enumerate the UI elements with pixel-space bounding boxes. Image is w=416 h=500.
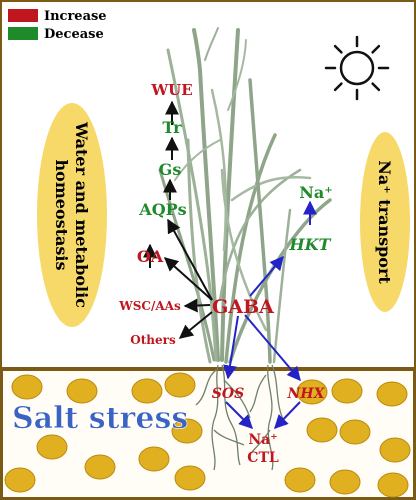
arrow-gaba-to-wsc	[183, 298, 211, 313]
granule-icon	[284, 467, 316, 493]
granule-icon	[331, 378, 363, 404]
sun-ray	[371, 44, 381, 54]
arrow-gaba-to-aqps	[167, 218, 213, 301]
arrow-gaba-to-others	[178, 311, 213, 339]
node-wsc-aas: WSC/AAs	[118, 299, 181, 313]
node-labels: WUE Tr Gs AQPs OA WSC/AAs Others GABA HK…	[118, 81, 332, 466]
sun-ray	[333, 82, 343, 92]
salt-stress-label: Salt stress	[12, 401, 188, 436]
node-aqps: AQPs	[138, 200, 186, 219]
granule-icon	[306, 417, 338, 443]
legend-increase-swatch	[8, 9, 38, 22]
node-na-top: Na⁺	[299, 183, 332, 202]
node-sos: SOS	[212, 386, 244, 402]
left-panel: Water and metabolic homeostasis	[37, 103, 107, 327]
sun-ray	[371, 82, 381, 92]
grass-plant	[158, 27, 332, 364]
right-panel: Na⁺ transport	[360, 132, 410, 312]
node-others: Others	[130, 333, 176, 347]
roots	[195, 364, 287, 471]
arrow-gaba-to-oa	[163, 257, 213, 301]
node-oa: OA	[137, 247, 164, 266]
granule-icon	[376, 381, 408, 407]
right-panel-label: Na⁺ transport	[375, 160, 394, 284]
sun-ray	[333, 44, 343, 54]
left-panel-label-line1: Water and metabolic	[72, 121, 91, 308]
sun-icon	[324, 35, 390, 101]
granule-icon	[377, 472, 409, 498]
legend-decrease-swatch	[8, 27, 38, 40]
node-tr: Tr	[162, 118, 182, 137]
node-hkt: HKT	[289, 235, 332, 254]
granule-icon	[84, 454, 116, 480]
right-panel-ellipse	[360, 132, 410, 312]
granule-icon	[339, 419, 371, 445]
granule-icon	[171, 418, 203, 444]
legend-increase-label: Increase	[44, 9, 107, 24]
black-arrows	[143, 100, 213, 339]
node-gaba: GABA	[212, 296, 274, 318]
arrow-nhx-to-na	[274, 401, 301, 430]
granule-icon	[11, 374, 43, 400]
arrow-gaba-to-nhx	[244, 314, 301, 382]
left-panel-label-line2: homeostasis	[52, 160, 71, 271]
granule-icon	[66, 378, 98, 404]
granule-icon	[329, 469, 361, 495]
blue-arrows	[223, 200, 317, 430]
granule-icon	[138, 446, 170, 472]
granule-icon	[296, 379, 328, 405]
granule-icon	[36, 434, 68, 460]
granule-icon	[4, 467, 36, 493]
arrow-gaba-to-hkt	[249, 255, 284, 297]
legend: Increase Decease	[8, 9, 107, 42]
legend-decrease-label: Decease	[44, 27, 104, 42]
node-na-ctl-line2: CTL	[247, 450, 279, 466]
granule-icon	[164, 372, 196, 398]
granule-icon	[174, 465, 206, 491]
left-panel-ellipse	[37, 103, 107, 327]
granule-icon	[131, 378, 163, 404]
node-gs: Gs	[159, 160, 182, 179]
node-wue: WUE	[150, 81, 192, 99]
granule-icon	[379, 437, 411, 463]
node-na-ctl-line1: Na⁺	[248, 432, 277, 448]
arrow-gaba-to-sos	[223, 315, 239, 380]
granules	[4, 372, 411, 498]
arrow-sos-to-na	[225, 401, 253, 429]
node-nhx: NHX	[287, 386, 326, 402]
